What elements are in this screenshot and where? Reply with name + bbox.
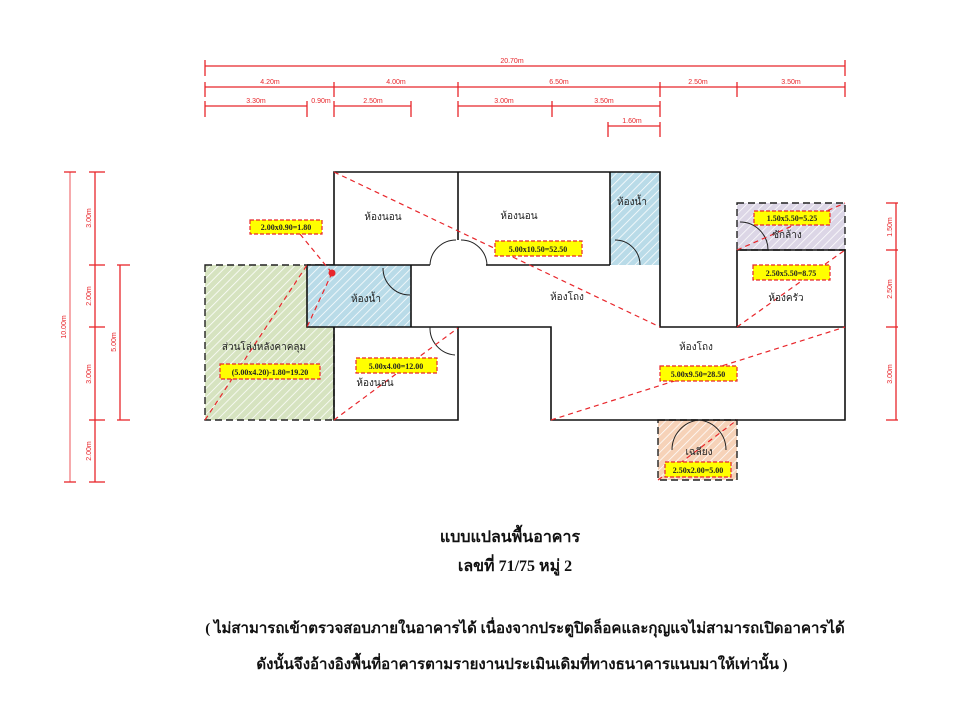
dim-label: 3.50m [594, 98, 614, 105]
dim-label-left-total: 10.00m [61, 315, 68, 339]
plan-address: เลขที่ 71/75 หมู่ 2 [458, 554, 572, 577]
dim-label: 1.50m [887, 217, 894, 237]
room-label-porch: เฉลียง [685, 446, 712, 458]
note-line-2: ดังนั้นจึงอ้างอิงพื้นที่อาคารตามรายงานปร… [256, 652, 787, 673]
room-label-hall: ห้องโถง [550, 290, 584, 303]
right-dimensions: 1.50m 2.50m 3.00m [886, 202, 898, 421]
room-label-bedroom: ห้องนอน [500, 210, 537, 222]
room-label-bathroom: ห้องน้ำ [351, 291, 381, 305]
dim-label: 6.50m [549, 79, 569, 86]
room-label-bedroom: ห้องนอน [356, 377, 393, 389]
room-labels: ห้องนอน ห้องนอน ห้องนอน ห้องน้ำ ห้องน้ำ … [222, 194, 804, 458]
room-label-kitchen: ห้องครัว [768, 292, 803, 304]
area-label: 2.50x5.50=8.75 [766, 269, 817, 278]
dim-label: 3.50m [781, 79, 801, 86]
door-arc [614, 239, 641, 266]
door-arc [671, 419, 727, 451]
dim-label: 1.60m [622, 118, 642, 125]
dim-label: 3.30m [246, 98, 266, 105]
room-label-laundry: ซักล้าง [772, 229, 802, 241]
door-arc [429, 239, 457, 266]
area-label: 5.00x9.50=28.50 [671, 370, 726, 379]
dim-label: 2.50m [363, 98, 383, 105]
door-arc [429, 326, 456, 356]
dim-label: 3.00m [887, 364, 894, 384]
bathroom-small-zone [307, 265, 411, 327]
dim-label: 3.00m [86, 208, 93, 228]
left-dimensions: 10.00m 3.00m 2.00m 3.00m 2.00m 5.00m [61, 171, 130, 483]
area-label: 5.00x10.50=52.50 [509, 245, 568, 254]
area-labels: 2.00x0.90=1.80 5.00x10.50=52.50 1.50x5.5… [219, 210, 831, 478]
dim-label: 2.00m [86, 286, 93, 306]
room-label-hall: ห้องโถง [679, 340, 713, 353]
area-label: (5.00x4.20)-1.80=19.20 [232, 368, 309, 377]
top-dimensions: 20.70m 4.20m 4.00m 6.50m 2.50m 3.50m 3.3… [204, 58, 846, 137]
note-line-1: ( ไม่สามารถเข้าตรวจสอบภายในอาคารได้ เนื่… [205, 617, 845, 638]
door-arc [739, 221, 769, 251]
area-label: 5.00x4.00=12.00 [369, 362, 424, 371]
area-label: 1.50x5.50=5.25 [767, 214, 818, 223]
dim-label: 3.00m [494, 98, 514, 105]
area-label: 2.00x0.90=1.80 [261, 223, 312, 232]
dim-label: 2.00m [86, 441, 93, 461]
dim-label: 3.00m [86, 364, 93, 384]
room-label-bedroom: ห้องนอน [364, 211, 401, 223]
door-arc [382, 267, 411, 296]
dim-label-total: 20.70m [500, 58, 524, 65]
dim-label: 4.20m [260, 79, 280, 86]
dim-label: 4.00m [386, 79, 406, 86]
door-arc [460, 239, 488, 266]
marker-dot [328, 269, 336, 277]
area-label: 2.50x2.00=5.00 [673, 466, 724, 475]
plan-title: แบบแปลนพื้นอาคาร [440, 524, 581, 546]
doors [382, 221, 769, 451]
dim-label: 5.00m [111, 332, 118, 352]
room-label-covered-area: ส่วนโล่งหลังคาคลุม [222, 340, 306, 353]
dim-label: 2.50m [688, 79, 708, 86]
dim-label: 2.50m [887, 279, 894, 299]
bathroom-top-zone [610, 172, 660, 265]
room-label-bathroom: ห้องน้ำ [617, 194, 647, 208]
dim-label: 0.90m [311, 98, 331, 105]
